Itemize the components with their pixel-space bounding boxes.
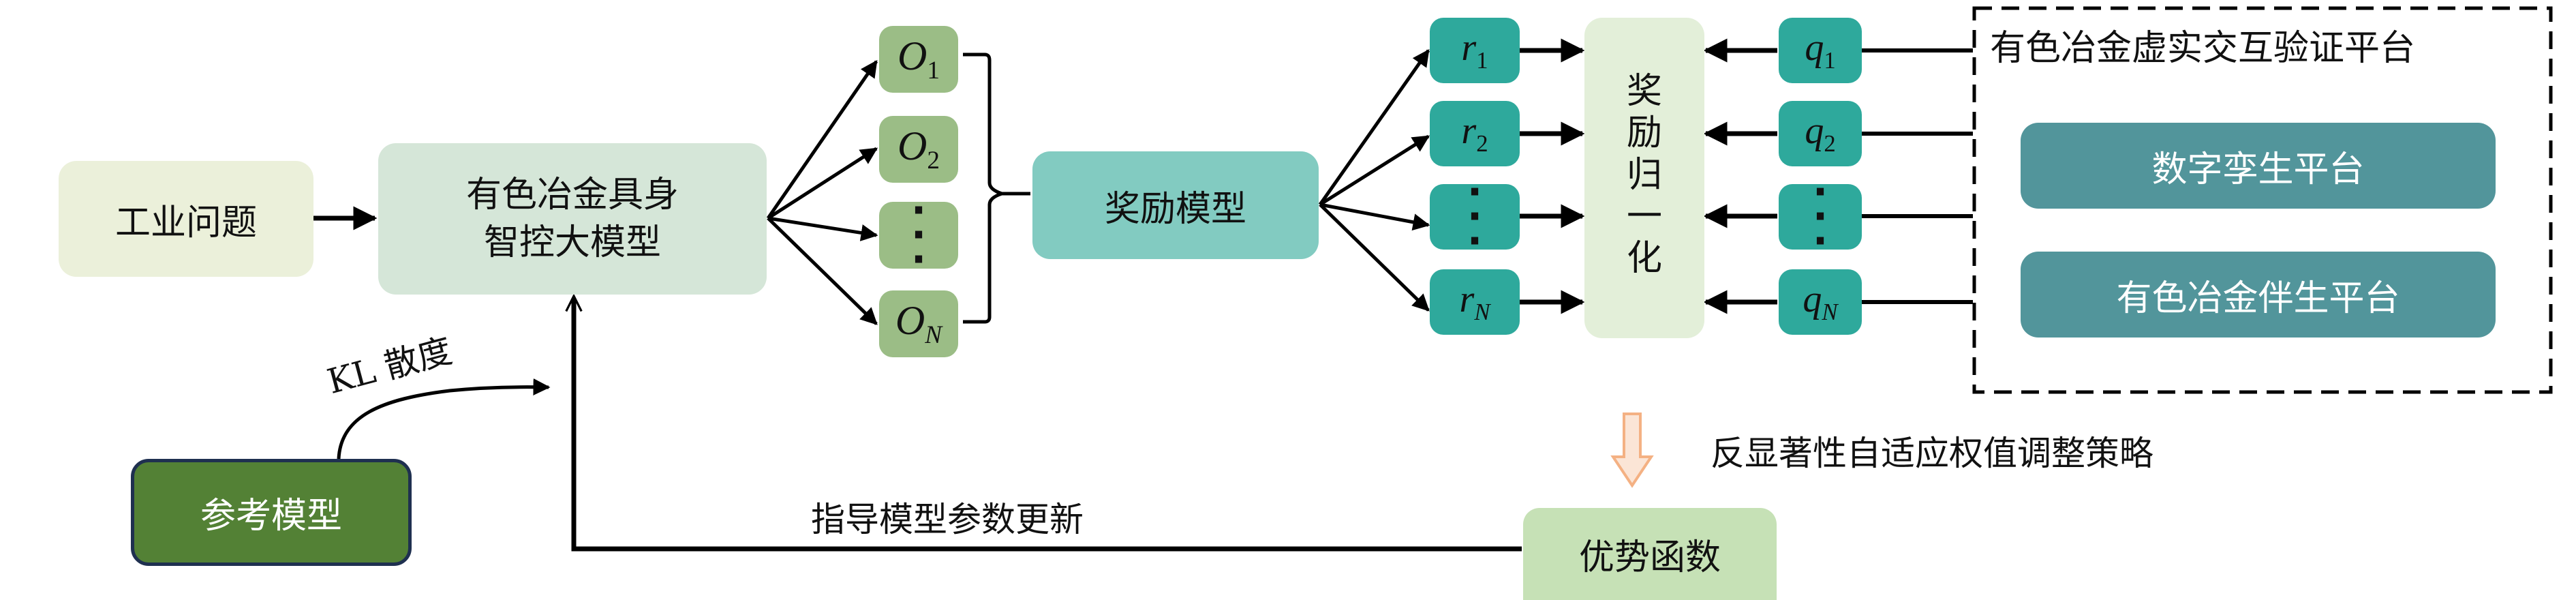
vertical-ellipsis-icon: ··· (1812, 168, 1828, 264)
main-model-label-line1: 有色冶金具身 (465, 174, 679, 215)
arrows-rewardmodel-to-rewards (1318, 48, 1430, 312)
normalization-char: 归 (1626, 154, 1662, 196)
output-label: O2 (898, 123, 940, 175)
digital-twin-platform-box[interactable]: 数字孪生平台 (2021, 123, 2496, 209)
quality-symbol: q (1805, 110, 1824, 153)
quality-subscript: 2 (1824, 130, 1836, 158)
companion-platform-box[interactable]: 有色冶金伴生平台 (2021, 252, 2496, 338)
platform-group-border (1972, 6, 2553, 394)
quality-box[interactable]: q1 (1779, 18, 1862, 83)
output-symbol: O (898, 123, 927, 169)
arrows-rewards-to-normalization (1520, 38, 1585, 314)
feedback-label: 指导模型参数更新 (811, 500, 1084, 539)
quality-label: qN (1803, 278, 1837, 326)
reward-subscript: N (1474, 299, 1490, 326)
output-subscript: N (925, 321, 942, 350)
reward-label: r2 (1461, 109, 1488, 158)
quality-label: q2 (1805, 109, 1835, 158)
digital-twin-platform-label: 数字孪生平台 (2151, 149, 2365, 190)
output-box[interactable]: ··· (879, 190, 958, 279)
quality-box[interactable]: q2 (1779, 101, 1862, 166)
output-symbol: O (898, 33, 927, 79)
quality-symbol: q (1805, 27, 1824, 70)
reference-model-label: 参考模型 (200, 496, 342, 537)
quality-box[interactable]: ··· (1779, 172, 1862, 260)
normalization-char: 励 (1626, 112, 1662, 154)
main-model-box[interactable]: 有色冶金具身 智控大模型 (378, 143, 767, 295)
reward-model-box[interactable]: 奖励模型 (1032, 151, 1319, 259)
reward-label: rN (1460, 278, 1490, 326)
output-symbol: O (895, 298, 925, 344)
platform-group-title: 有色冶金虚实交互验证平台 (1990, 28, 2416, 69)
reward-symbol: r (1459, 278, 1475, 321)
down-arrow-icon (1610, 412, 1654, 488)
reward-symbol: r (1461, 110, 1477, 153)
output-subscript: 1 (927, 57, 940, 85)
reference-model-box[interactable]: 参考模型 (131, 459, 412, 566)
advantage-function-box[interactable]: 优势函数 (1523, 508, 1777, 600)
arrows-quality-to-normalization (1703, 38, 1777, 314)
quality-label: q1 (1805, 26, 1835, 74)
normalization-char: 化 (1626, 238, 1662, 280)
industrial-problem-label: 工业问题 (114, 202, 257, 243)
reward-box[interactable]: r1 (1430, 18, 1520, 83)
quality-subscript: N (1822, 299, 1838, 326)
reward-label: r1 (1461, 26, 1488, 74)
companion-platform-label: 有色冶金伴生平台 (2116, 278, 2400, 319)
normalization-char: 一 (1626, 196, 1662, 238)
advantage-function-label: 优势函数 (1578, 537, 1721, 578)
strategy-label: 反显著性自适应权值调整策略 (1711, 434, 2153, 473)
feedback-line (571, 299, 1522, 552)
output-label: ON (895, 297, 942, 350)
output-box[interactable]: O1 (879, 26, 958, 93)
kl-arrow (337, 378, 551, 460)
lines-platform-to-quality (1860, 48, 1973, 304)
industrial-problem-box[interactable]: 工业问题 (59, 161, 313, 277)
output-box[interactable]: ON (879, 290, 958, 357)
reward-box[interactable]: ··· (1430, 172, 1520, 260)
reward-subscript: 2 (1476, 130, 1488, 158)
quality-subscript: 1 (1824, 47, 1836, 74)
main-model-label-line2: 智控大模型 (483, 222, 661, 263)
vertical-ellipsis-icon: ··· (910, 187, 927, 282)
output-subscript: 2 (927, 147, 940, 175)
reward-normalization-box[interactable]: 奖 励 归 一 化 (1584, 18, 1704, 338)
reward-subscript: 1 (1476, 47, 1488, 74)
reward-symbol: r (1461, 27, 1477, 70)
arrows-model-to-outputs (766, 59, 878, 325)
reward-box[interactable]: r2 (1430, 101, 1520, 166)
normalization-char: 奖 (1626, 71, 1662, 112)
vertical-ellipsis-icon: ··· (1467, 168, 1483, 264)
reward-model-label: 奖励模型 (1104, 188, 1246, 230)
outputs-brace (963, 52, 1007, 324)
quality-box[interactable]: qN (1779, 269, 1862, 335)
quality-symbol: q (1803, 278, 1822, 321)
output-label: O1 (898, 33, 940, 85)
output-box[interactable]: O2 (879, 116, 958, 183)
reward-box[interactable]: rN (1430, 269, 1520, 335)
